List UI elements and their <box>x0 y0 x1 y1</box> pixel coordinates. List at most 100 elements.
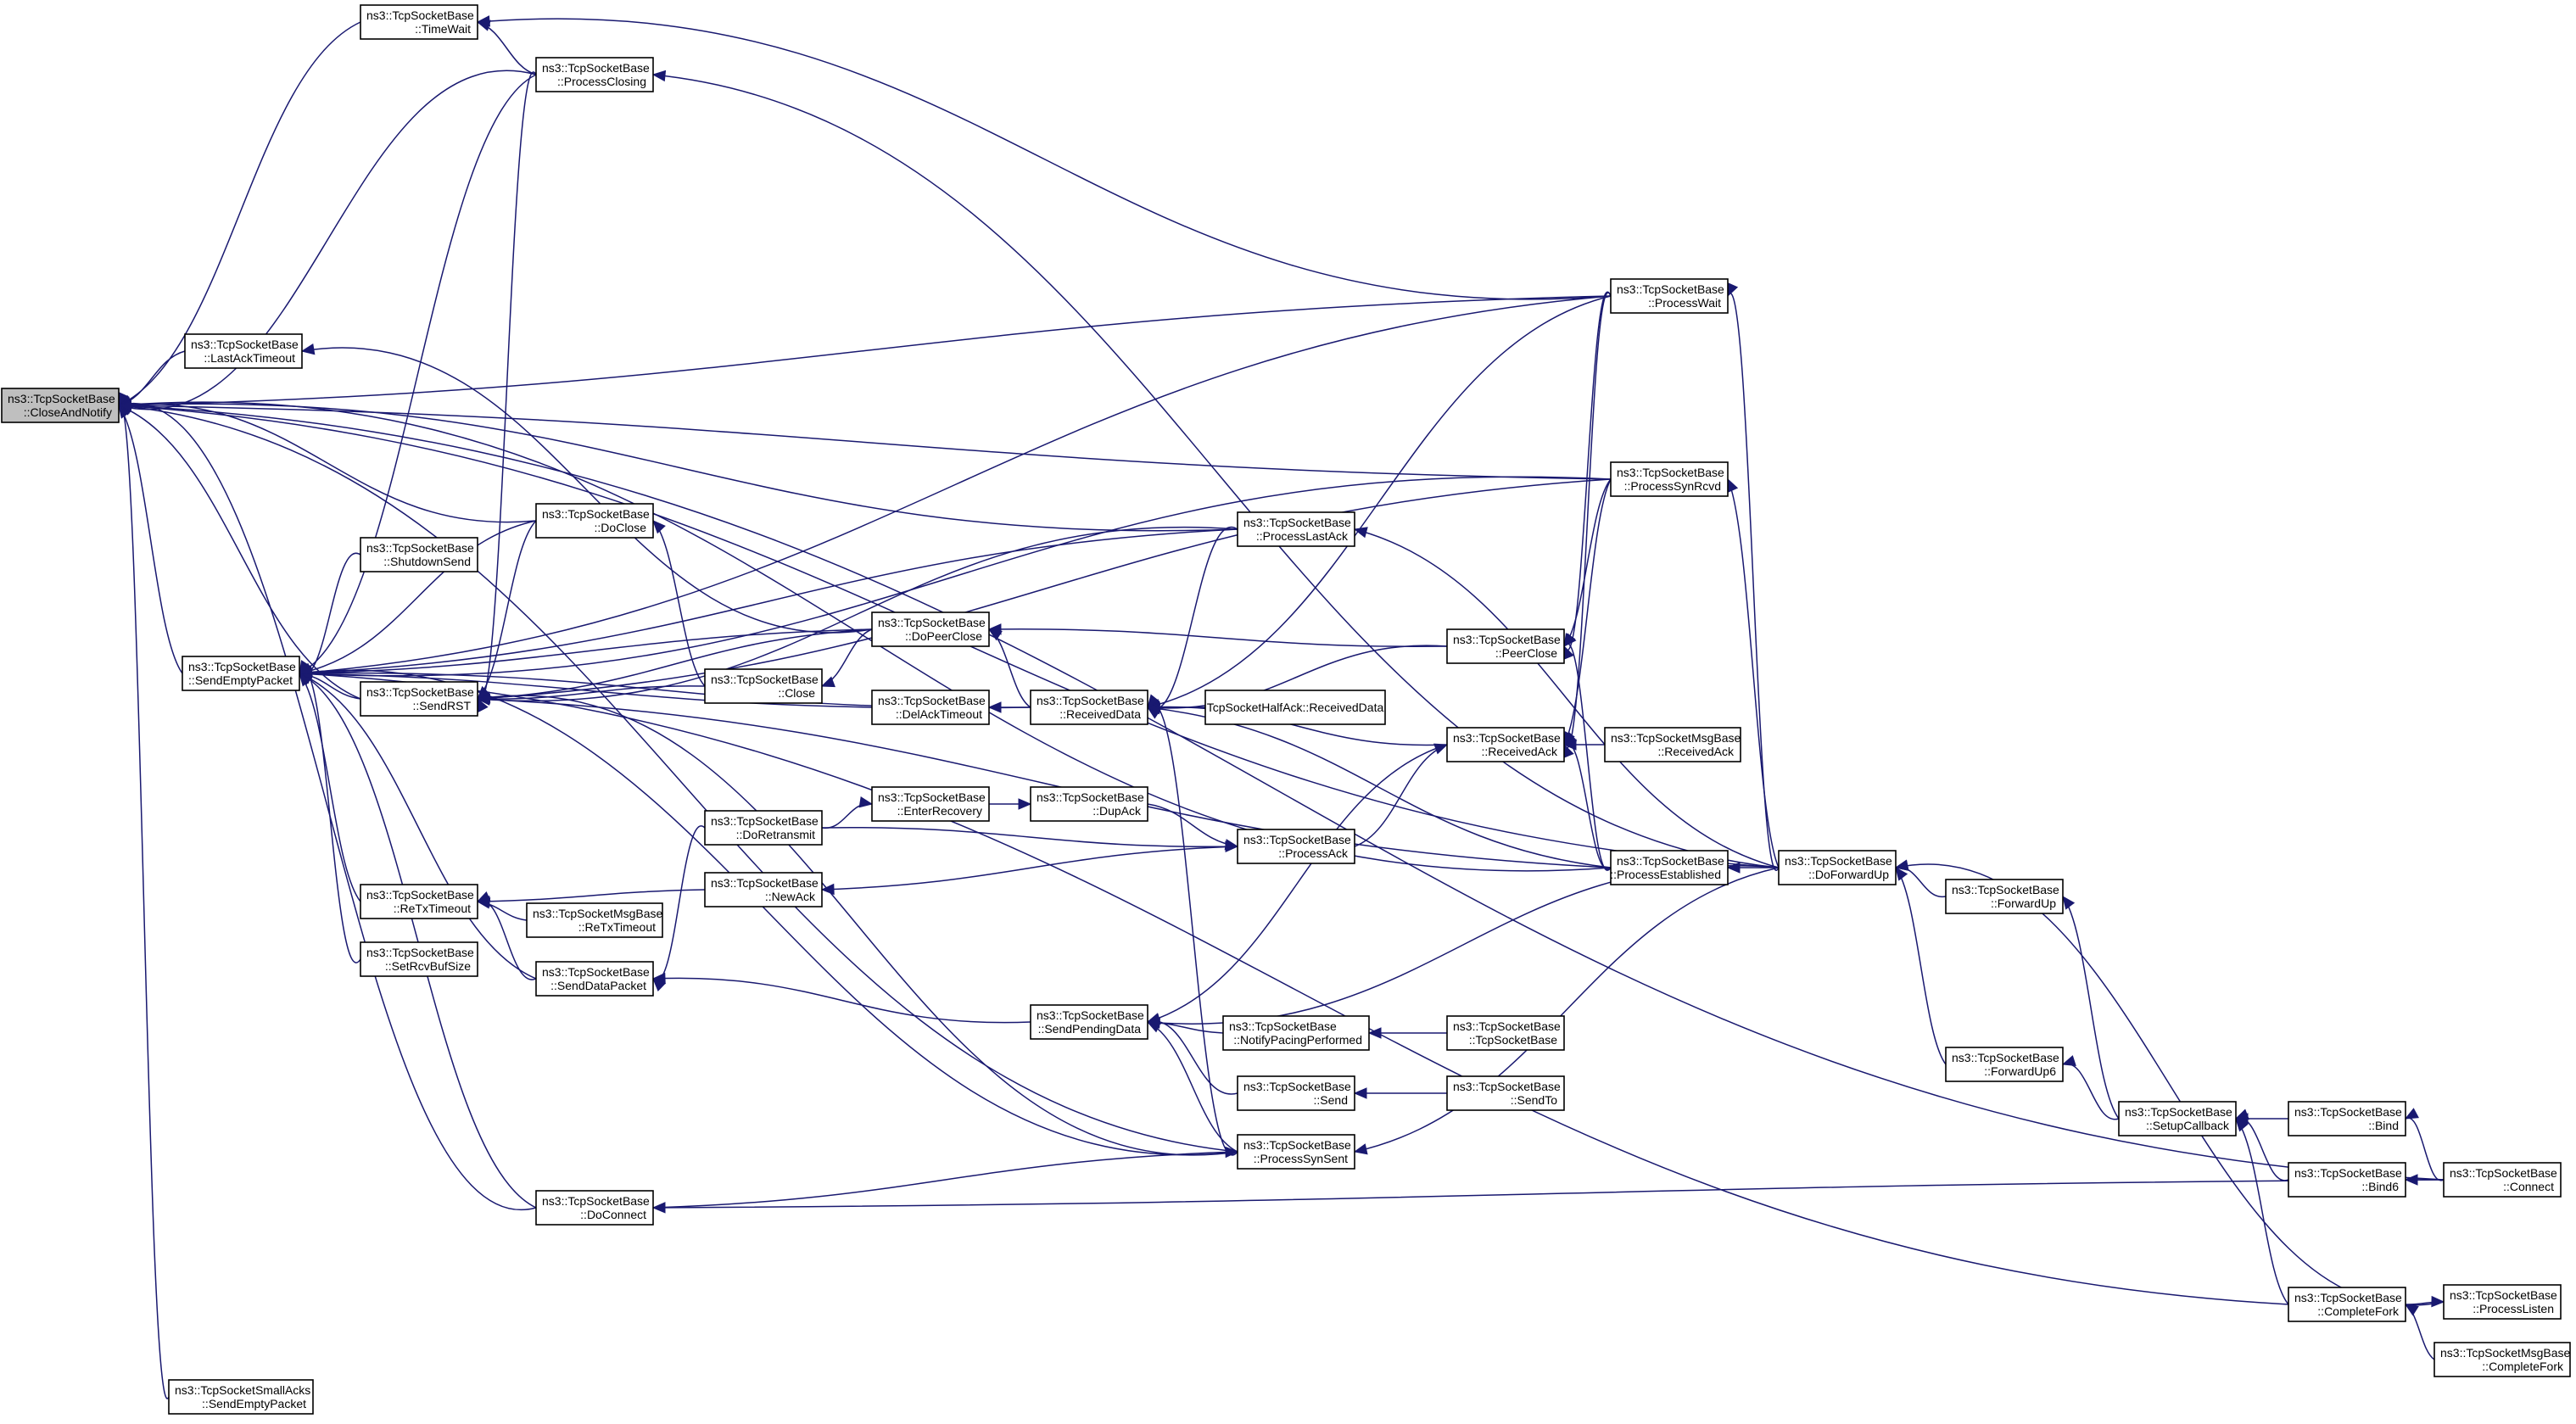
node-box[interactable] <box>704 810 823 846</box>
node-box[interactable] <box>1237 1075 1355 1111</box>
node-box[interactable] <box>1237 511 1355 547</box>
node-process-last-ack[interactable]: ns3::TcpSocketBase::ProcessLastAck <box>1237 511 1355 547</box>
node-msgbase-retx-timeout[interactable]: ns3::TcpSocketMsgBase::ReTxTimeout <box>526 902 663 938</box>
node-do-connect[interactable]: ns3::TcpSocketBase::DoConnect <box>535 1190 654 1226</box>
node-box[interactable] <box>2443 1284 2562 1320</box>
node-received-data[interactable]: ns3::TcpSocketBase::ReceivedData <box>1030 690 1148 725</box>
node-box[interactable] <box>1945 1047 2064 1082</box>
node-box[interactable] <box>360 681 478 717</box>
node-notify-pacing-performed[interactable]: ns3::TcpSocketBase::NotifyPacingPerforme… <box>1222 1015 1370 1051</box>
arrowhead <box>1018 798 1032 810</box>
node-box[interactable] <box>2434 1342 2571 1377</box>
node-send-to[interactable]: ns3::TcpSocketBase::SendTo <box>1446 1075 1565 1111</box>
node-box[interactable] <box>1237 829 1355 864</box>
node-process-syn-sent[interactable]: ns3::TcpSocketBase::ProcessSynSent <box>1237 1134 1355 1170</box>
node-box[interactable] <box>2288 1287 2406 1322</box>
node-box[interactable] <box>1610 461 1729 497</box>
node-box[interactable] <box>704 668 823 704</box>
node-box[interactable] <box>360 884 478 919</box>
node-box[interactable] <box>871 611 990 647</box>
node-box[interactable] <box>1446 727 1565 762</box>
node-box[interactable] <box>1945 879 2064 914</box>
node-small-acks-send-empty-packet[interactable]: ns3::TcpSocketSmallAcks::SendEmptyPacket <box>168 1379 314 1415</box>
node-box[interactable] <box>871 786 990 822</box>
node-do-peer-close[interactable]: ns3::TcpSocketBase::DoPeerClose <box>871 611 990 647</box>
node-box[interactable] <box>2288 1101 2406 1136</box>
node-box[interactable] <box>1237 1134 1355 1170</box>
node-forward-up6[interactable]: ns3::TcpSocketBase::ForwardUp6 <box>1945 1047 2064 1082</box>
node-tcp-socket-base-ctor[interactable]: ns3::TcpSocketBase::TcpSocketBase <box>1446 1015 1565 1051</box>
node-time-wait[interactable]: ns3::TcpSocketBase::TimeWait <box>360 4 478 40</box>
node-shutdown-send[interactable]: ns3::TcpSocketBase::ShutdownSend <box>360 537 478 572</box>
node-do-forward-up[interactable]: ns3::TcpSocketBase::DoForwardUp <box>1778 850 1897 885</box>
node-close-and-notify[interactable]: ns3::TcpSocketBase::CloseAndNotify <box>1 388 120 423</box>
node-box[interactable] <box>1778 850 1897 885</box>
node-box[interactable] <box>535 503 654 539</box>
edge-do-close-to-close-and-notify <box>118 403 537 523</box>
node-box[interactable] <box>1030 1004 1148 1040</box>
node-box[interactable] <box>2443 1162 2562 1198</box>
node-received-ack[interactable]: ns3::TcpSocketBase::ReceivedAck <box>1446 727 1565 762</box>
node-bind6[interactable]: ns3::TcpSocketBase::Bind6 <box>2288 1162 2406 1198</box>
node-dup-ack[interactable]: ns3::TcpSocketBase::DupAck <box>1030 786 1148 822</box>
node-msgbase-received-ack[interactable]: ns3::TcpSocketMsgBase::ReceivedAck <box>1604 727 1741 762</box>
node-box[interactable] <box>182 656 300 691</box>
node-box[interactable] <box>1204 690 1386 725</box>
node-enter-recovery[interactable]: ns3::TcpSocketBase::EnterRecovery <box>871 786 990 822</box>
node-box[interactable] <box>535 1190 654 1226</box>
node-box[interactable] <box>535 57 654 92</box>
node-close[interactable]: ns3::TcpSocketBase::Close <box>704 668 823 704</box>
node-forward-up[interactable]: ns3::TcpSocketBase::ForwardUp <box>1945 879 2064 914</box>
node-box[interactable] <box>871 690 990 725</box>
node-new-ack[interactable]: ns3::TcpSocketBase::NewAck <box>704 872 823 907</box>
node-last-ack-timeout[interactable]: ns3::TcpSocketBase::LastAckTimeout <box>184 333 303 369</box>
node-process-wait[interactable]: ns3::TcpSocketBase::ProcessWait <box>1610 278 1729 314</box>
node-msgbase-complete-fork[interactable]: ns3::TcpSocketMsgBase::CompleteFork <box>2434 1342 2571 1377</box>
node-box[interactable] <box>360 537 478 572</box>
node-send-empty-packet[interactable]: ns3::TcpSocketBase::SendEmptyPacket <box>182 656 300 691</box>
node-do-close[interactable]: ns3::TcpSocketBase::DoClose <box>535 503 654 539</box>
node-box[interactable] <box>360 4 478 40</box>
node-box[interactable] <box>704 872 823 907</box>
node-box[interactable] <box>526 902 663 938</box>
node-complete-fork[interactable]: ns3::TcpSocketBase::CompleteFork <box>2288 1287 2406 1322</box>
node-box[interactable] <box>2118 1101 2237 1136</box>
node-process-established[interactable]: ns3::TcpSocketBase::ProcessEstablished <box>1610 850 1729 885</box>
node-box[interactable] <box>1446 1075 1565 1111</box>
edge-process-listen-to-do-forward-up <box>1895 863 2445 1306</box>
node-send-pending-data[interactable]: ns3::TcpSocketBase::SendPendingData <box>1030 1004 1148 1040</box>
node-peer-close[interactable]: ns3::TcpSocketBase::PeerClose <box>1446 628 1565 664</box>
node-box[interactable] <box>1446 1015 1565 1051</box>
node-send-rst[interactable]: ns3::TcpSocketBase::SendRST <box>360 681 478 717</box>
node-process-syn-rcvd[interactable]: ns3::TcpSocketBase::ProcessSynRcvd <box>1610 461 1729 497</box>
node-box[interactable] <box>535 961 654 997</box>
arrowhead <box>651 972 666 985</box>
node-box[interactable] <box>1222 1015 1370 1051</box>
node-set-rcv-buf-size[interactable]: ns3::TcpSocketBase::SetRcvBufSize <box>360 941 478 977</box>
node-retx-timeout[interactable]: ns3::TcpSocketBase::ReTxTimeout <box>360 884 478 919</box>
node-box[interactable] <box>1604 727 1741 762</box>
node-del-ack-timeout[interactable]: ns3::TcpSocketBase::DelAckTimeout <box>871 690 990 725</box>
node-box[interactable] <box>1446 628 1565 664</box>
node-box[interactable] <box>1030 786 1148 822</box>
node-box[interactable] <box>184 333 303 369</box>
node-box[interactable] <box>2288 1162 2406 1198</box>
node-process-ack[interactable]: ns3::TcpSocketBase::ProcessAck <box>1237 829 1355 864</box>
node-box[interactable] <box>1610 850 1729 885</box>
node-box[interactable] <box>360 941 478 977</box>
node-process-closing[interactable]: ns3::TcpSocketBase::ProcessClosing <box>535 57 654 92</box>
node-bind[interactable]: ns3::TcpSocketBase::Bind <box>2288 1101 2406 1136</box>
node-setup-callback[interactable]: ns3::TcpSocketBase::SetupCallback <box>2118 1101 2237 1136</box>
node-connect[interactable]: ns3::TcpSocketBase::Connect <box>2443 1162 2562 1198</box>
node-box[interactable] <box>1 388 120 423</box>
node-half-ack-received-data[interactable]: TcpSocketHalfAck::ReceivedData <box>1204 690 1386 725</box>
node-send-data-packet[interactable]: ns3::TcpSocketBase::SendDataPacket <box>535 961 654 997</box>
edge-do-forward-up-to-process-syn-rcvd <box>1727 478 1780 868</box>
node-box[interactable] <box>1610 278 1729 314</box>
node-box[interactable] <box>168 1379 314 1415</box>
node-do-retransmit[interactable]: ns3::TcpSocketBase::DoRetransmit <box>704 810 823 846</box>
edge-process-syn-rcvd-to-send-rst <box>477 478 1612 700</box>
node-send[interactable]: ns3::TcpSocketBase::Send <box>1237 1075 1355 1111</box>
node-process-listen[interactable]: ns3::TcpSocketBase::ProcessListen <box>2443 1284 2562 1320</box>
node-box[interactable] <box>1030 690 1148 725</box>
